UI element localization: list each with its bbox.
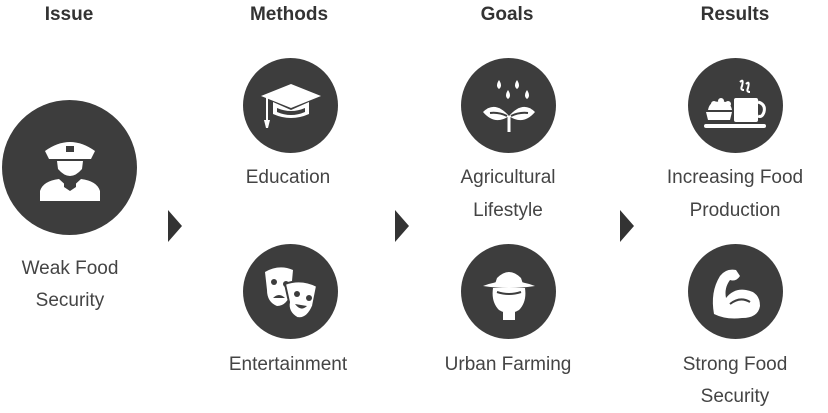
flexed-arm-icon bbox=[688, 244, 783, 339]
results-label-strong-line2: Security bbox=[700, 386, 770, 407]
goals-label-agricultural-line2: Lifestyle bbox=[473, 200, 543, 221]
farmer-icon bbox=[2, 100, 137, 235]
results-label-increasing-line2: Production bbox=[689, 200, 781, 221]
arrow-right-icon bbox=[168, 210, 182, 242]
header-goals: Goals bbox=[480, 4, 534, 25]
header-results: Results bbox=[700, 4, 770, 25]
goals-label-urban-farming: Urban Farming bbox=[444, 354, 572, 375]
arrow-right-icon bbox=[620, 210, 634, 242]
results-label-strong-line1: Strong Food bbox=[682, 354, 788, 375]
arrow-right-icon bbox=[395, 210, 409, 242]
methods-label-entertainment: Entertainment bbox=[228, 354, 348, 375]
goals-label-agricultural-line1: Agricultural bbox=[460, 167, 556, 188]
header-methods: Methods bbox=[249, 4, 329, 25]
methods-label-education: Education bbox=[245, 167, 331, 188]
graduation-cap-icon bbox=[243, 58, 338, 153]
sprout-icon bbox=[461, 58, 556, 153]
issue-label-line2: Security bbox=[35, 290, 105, 311]
header-issue: Issue bbox=[44, 4, 94, 25]
theater-masks-icon bbox=[243, 244, 338, 339]
results-label-increasing-line1: Increasing Food bbox=[666, 167, 804, 188]
farmer-hat-icon bbox=[461, 244, 556, 339]
food-cup-icon bbox=[688, 58, 783, 153]
issue-label-line1: Weak Food bbox=[21, 258, 119, 279]
